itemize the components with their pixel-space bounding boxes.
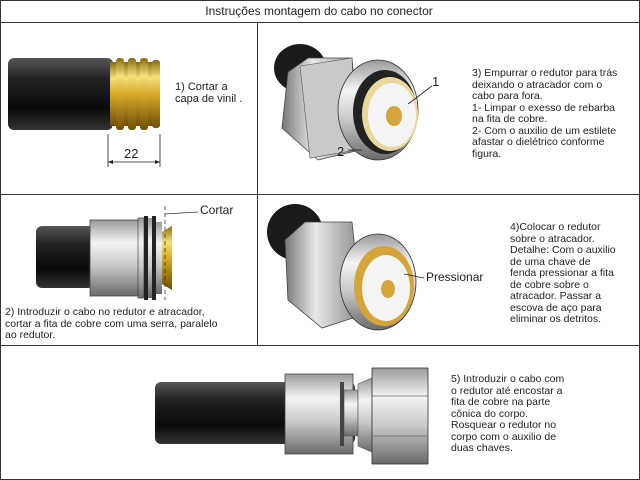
step2-reducer-illustration xyxy=(36,206,199,300)
step4-instructions: 4)Colocar o redutor sobre o atracador. D… xyxy=(510,221,616,325)
step4-connector-illustration xyxy=(267,204,425,331)
step3-connector-illustration xyxy=(274,44,433,161)
step2-cut-label: Cortar xyxy=(200,203,234,217)
step4-press-label: Pressionar xyxy=(426,270,484,284)
step2-instructions: 2) Introduzir o cabo no redutor e atraca… xyxy=(5,306,218,341)
step5-instructions: 5) Introduzir o cabo com o redutor até e… xyxy=(451,373,565,454)
step1-cable-illustration xyxy=(8,58,161,167)
step3-marker-2: 2 xyxy=(337,144,345,159)
step1-instructions: 1) Cortar a capa de vinil . xyxy=(175,81,243,105)
step3-marker-1: 1 xyxy=(432,74,440,89)
step5-assembly-illustration xyxy=(155,367,429,465)
corrugated-copper xyxy=(110,58,160,130)
step1-dimension-label: 22 xyxy=(124,146,139,161)
step3-instructions: 3) Empurrar o redutor para trás deixando… xyxy=(472,67,618,160)
